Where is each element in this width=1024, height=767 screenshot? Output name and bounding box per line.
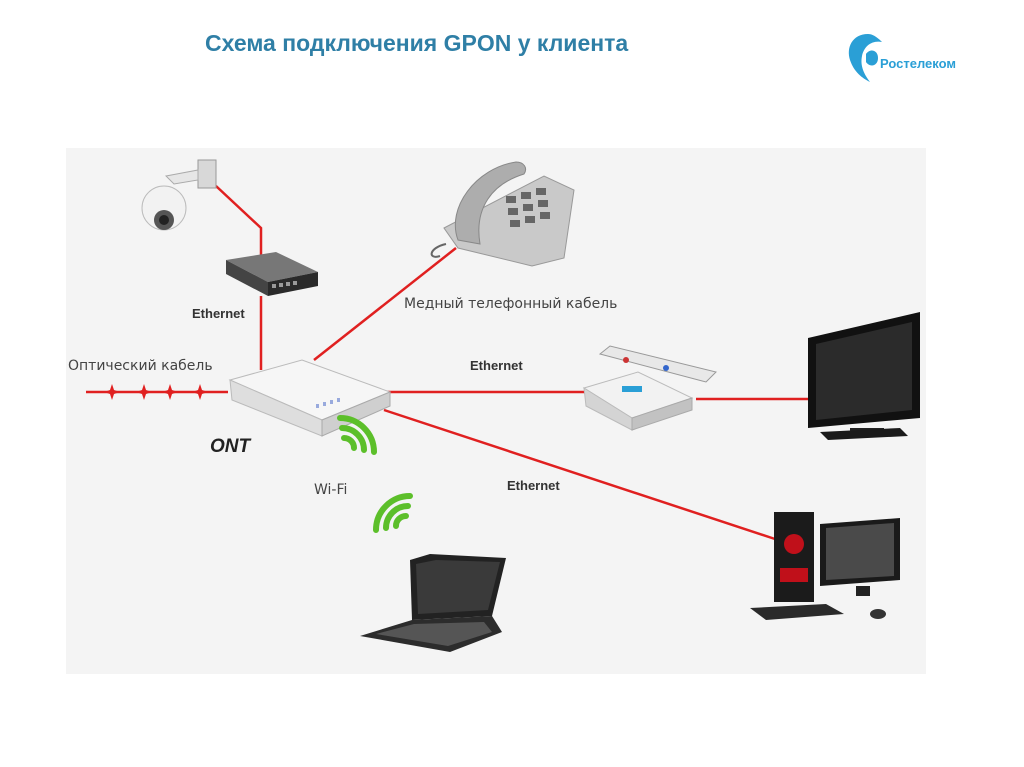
wifi-label: Wi-Fi: [314, 482, 348, 498]
ont-label: ONT: [210, 436, 251, 457]
switch-icon: [226, 252, 318, 296]
rostelecom-logo-icon: [848, 34, 882, 82]
cables: [86, 185, 808, 542]
phone-icon: [430, 161, 575, 267]
logo-text: Ростелеком: [880, 56, 956, 71]
diagram-panel: Ethernet Медный телефонный кабель Оптиче…: [66, 148, 926, 674]
laptop-icon: [360, 554, 506, 652]
camera-icon: [141, 159, 217, 231]
set-top-box-icon: [582, 371, 694, 431]
optical-splices-icon: [104, 384, 208, 400]
wifi-signal-icon: [337, 415, 377, 455]
ethernet-pc-label: Ethernet: [507, 478, 560, 493]
optical-cable-label: Оптический кабель: [68, 358, 213, 374]
desktop-pc-icon: [750, 512, 900, 620]
pc-cable: [383, 408, 779, 542]
remote-control-icon: [598, 345, 717, 383]
tv-icon: [808, 312, 920, 440]
page-title: Схема подключения GPON у клиента: [205, 30, 629, 56]
phone-cable: [313, 247, 457, 361]
ethernet-switch-label: Ethernet: [192, 306, 245, 321]
copper-cable-label: Медный телефонный кабель: [404, 296, 618, 312]
ont-router-icon: [228, 359, 392, 437]
laptop-wifi-icon: [373, 493, 413, 533]
ethernet-tv-label: Ethernet: [470, 358, 523, 373]
